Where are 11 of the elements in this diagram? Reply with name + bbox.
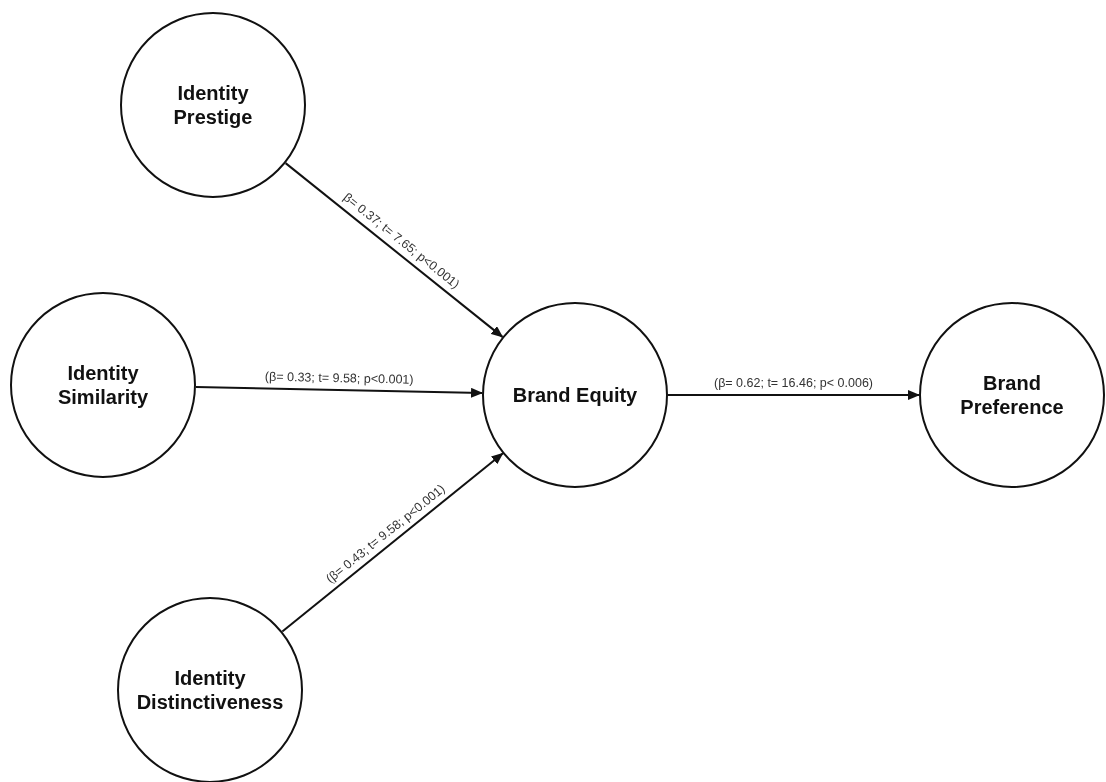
edge-label: (β= 0.33; t= 9.58; p<0.001) [262, 370, 416, 388]
construct-name: Identity Distinctiveness [135, 666, 285, 714]
edge-label: (β= 0.62; t= 16.46; p< 0.006) [712, 377, 875, 391]
path-arrow [284, 162, 504, 338]
path-arrow [667, 390, 920, 400]
construct-name: Identity Prestige [172, 81, 254, 129]
construct-name: Brand Preference [959, 371, 1065, 419]
path-arrow [195, 385, 483, 398]
path-arrow [281, 452, 504, 633]
construct-name: Brand Equity [512, 383, 638, 407]
construct-name: Identity Similarity [56, 361, 149, 409]
